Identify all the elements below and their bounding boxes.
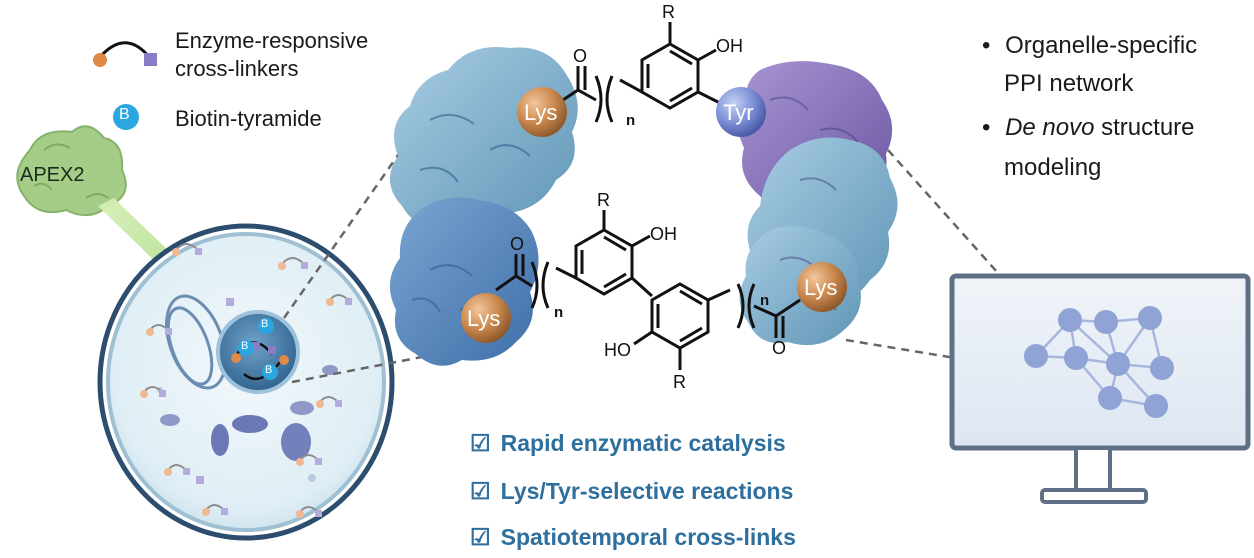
- nucleus-biotin-1: B: [261, 318, 269, 330]
- feature-text-2: Lys/Tyr-selective reactions: [500, 478, 794, 504]
- bottom-linker-structure: [495, 210, 801, 370]
- nucleus: [216, 310, 300, 394]
- r-group-top: R: [662, 2, 675, 22]
- output-item-1-line2: PPI network: [1004, 70, 1134, 97]
- output-item-2-italic: De novo: [1005, 114, 1095, 141]
- biotin-legend-icon: [113, 104, 139, 130]
- n-sub-left: n: [554, 304, 564, 321]
- checkbox-icon: ☑: [470, 478, 491, 504]
- lys-bead-bottom-right: [797, 262, 847, 312]
- carbonyl-o-right: O: [772, 338, 787, 358]
- feature-item-1: ☑ Rapid enzymatic catalysis: [470, 430, 786, 457]
- r-group-lower-ring: R: [673, 372, 686, 392]
- bullet: •: [982, 114, 991, 141]
- carbonyl-o-top: O: [573, 46, 588, 66]
- lys-label-top: Lys: [524, 100, 558, 125]
- carbonyl-o-left: O: [510, 234, 525, 254]
- r-group-upper-ring: R: [597, 190, 610, 210]
- lys-label-bottom-right: Lys: [804, 275, 838, 300]
- biotin-label: Biotin-tyramide: [175, 106, 322, 131]
- lys-label-bottom-left: Lys: [467, 306, 501, 331]
- output-item-1-line1: Organelle-specific: [1005, 32, 1198, 59]
- ho-lower-ring: HO: [604, 340, 631, 360]
- apex2-protein: [16, 125, 127, 217]
- tyr-bead: [716, 87, 766, 137]
- nucleus-biotin-2: B: [241, 340, 249, 352]
- nucleus-biotin-3: B: [265, 364, 273, 376]
- lys-bead-bottom-left: [461, 293, 511, 343]
- feature-item-3: ☑ Spatiotemporal cross-links: [470, 524, 796, 551]
- crosslinker-label-line2: cross-linkers: [175, 56, 299, 81]
- output-item-2: • De novo structure: [982, 114, 1195, 142]
- feature-text-1: Rapid enzymatic catalysis: [500, 430, 786, 456]
- output-item-2-rest: structure: [1094, 114, 1195, 141]
- lys-bead-top: [517, 87, 567, 137]
- checkbox-icon: ☑: [470, 524, 491, 550]
- output-item-2-line2: modeling: [1004, 154, 1102, 181]
- bullet: •: [982, 32, 991, 59]
- right-protein: [737, 61, 898, 346]
- crosslinker-legend-icon: [93, 41, 157, 67]
- tyr-label: Tyr: [723, 100, 754, 125]
- crosslinker-label-line1: Enzyme-responsive: [175, 28, 369, 53]
- biotin-legend-symbol: B: [119, 106, 130, 123]
- feature-item-2: ☑ Lys/Tyr-selective reactions: [470, 478, 793, 505]
- n-sub-right: n: [760, 292, 770, 309]
- checkbox-icon: ☑: [470, 430, 491, 456]
- apex2-label: APEX2: [20, 164, 85, 186]
- ppi-nodes: [1024, 306, 1174, 418]
- feature-text-3: Spatiotemporal cross-links: [500, 524, 796, 550]
- oh-top: OH: [716, 36, 743, 56]
- oh-upper-ring: OH: [650, 224, 677, 244]
- n-sub-top: n: [626, 112, 636, 129]
- output-item-1: • Organelle-specific: [982, 32, 1197, 60]
- monitor: [949, 273, 1251, 504]
- top-linker-structure: [559, 22, 731, 123]
